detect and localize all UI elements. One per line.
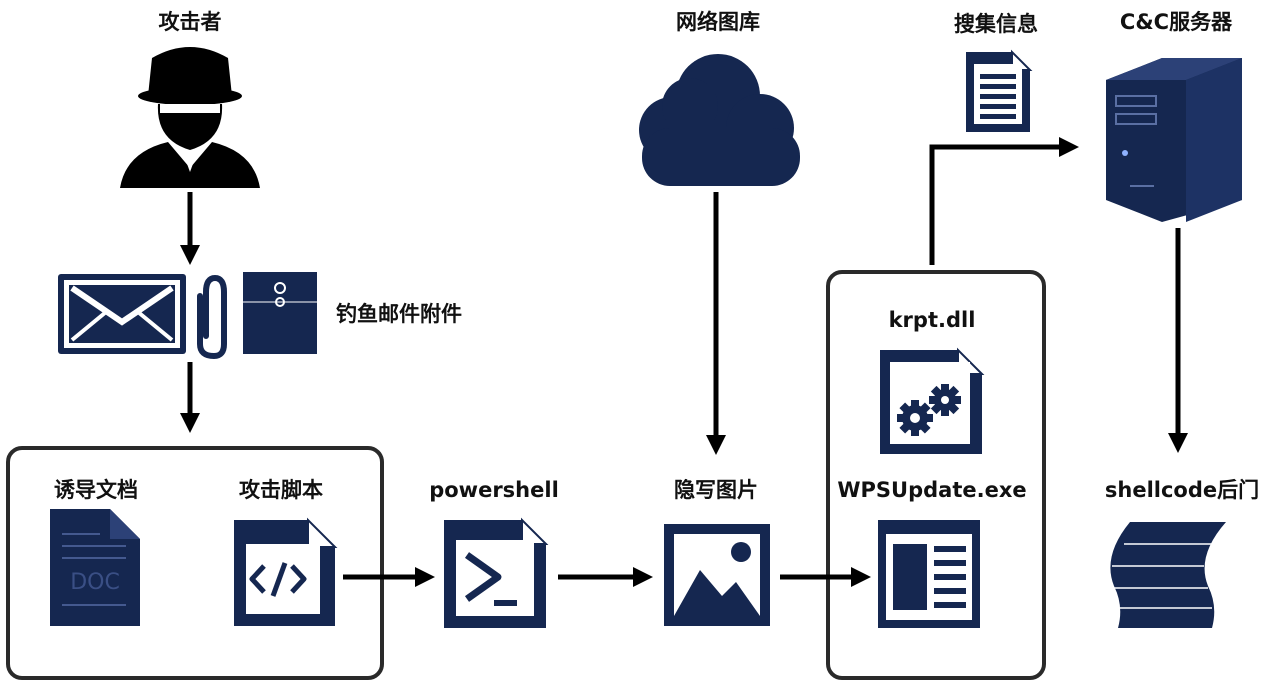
powershell-icon [444,517,549,628]
attacker-icon [120,47,260,188]
doc-text: DOC [70,570,120,595]
collect-info-label: 搜集信息 [954,12,1038,36]
cc-server-label: C&C服务器 [1119,10,1233,34]
powershell-label: powershell [429,478,559,502]
stego-image-label: 隐写图片 [674,478,758,502]
text-document-icon [966,49,1033,132]
decoy-document-label: 诱导文档 [54,478,138,502]
dll-gear-file-icon [880,347,985,454]
image-icon [664,524,770,626]
window-app-icon [878,520,980,628]
wps-update-label: WPSUpdate.exe [837,478,1027,502]
attack-script-label: 攻击脚本 [239,478,323,502]
code-file-icon [234,517,338,626]
arrows [180,137,1188,587]
sealed-envelope-icon [243,272,317,354]
shellcode-backdoor-label: shellcode后门 [1104,478,1260,502]
server-tower-icon [1106,58,1242,222]
arrow-collect-to-cc [929,137,1079,265]
shellcode-ribbon-icon [1110,522,1226,628]
envelope-icon [58,274,186,354]
paperclip-icon [197,274,227,360]
phishing-attachment-label: 钓鱼邮件附件 [336,302,462,326]
krpt-dll-label: krpt.dll [888,308,976,332]
network-gallery-label: 网络图库 [676,10,760,34]
cloud-icon [639,54,800,186]
attacker-label: 攻击者 [158,10,222,34]
doc-file-icon [50,509,140,626]
